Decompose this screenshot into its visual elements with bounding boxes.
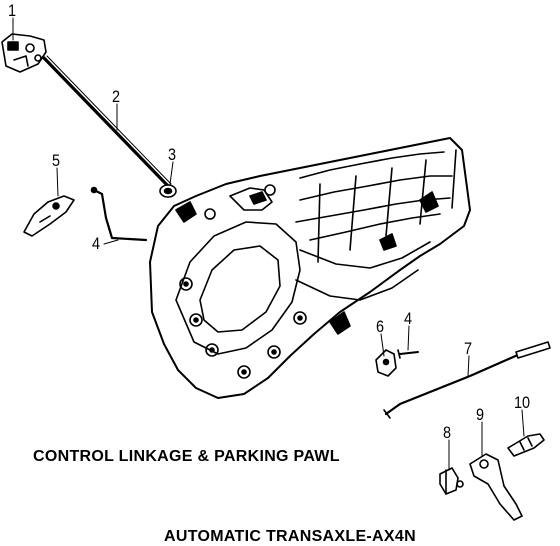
pin-part	[507, 433, 545, 457]
pawl-pin-part	[397, 349, 419, 359]
callout-8: 8	[443, 423, 452, 442]
parking-lever-part	[469, 453, 523, 521]
diagram-title: CONTROL LINKAGE & PARKING PAWL	[33, 448, 340, 465]
callout-5: 5	[52, 151, 61, 170]
callout-1: 1	[8, 1, 17, 20]
callout-6: 6	[376, 317, 385, 336]
callout-4-right: 4	[404, 309, 413, 328]
diagram-subtitle: AUTOMATIC TRANSAXLE-AX4N	[164, 528, 416, 545]
callout-9: 9	[476, 405, 485, 424]
control-bracket-part	[1, 33, 47, 73]
leader-lines	[12, 17, 525, 471]
shift-rod-part	[42, 55, 172, 188]
transaxle-case	[149, 137, 471, 399]
callout-7: 7	[464, 339, 473, 358]
bushing-part	[439, 467, 464, 495]
callout-4-left: 4	[92, 234, 101, 253]
lever-bracket-part	[23, 195, 75, 237]
retainer-pin-part	[90, 186, 148, 242]
callout-3: 3	[168, 145, 177, 164]
callout-2: 2	[112, 87, 121, 106]
seal-part	[159, 184, 177, 198]
actuating-rod-part	[383, 341, 551, 419]
parking-pawl-part	[375, 349, 397, 377]
callout-10: 10	[514, 393, 531, 412]
